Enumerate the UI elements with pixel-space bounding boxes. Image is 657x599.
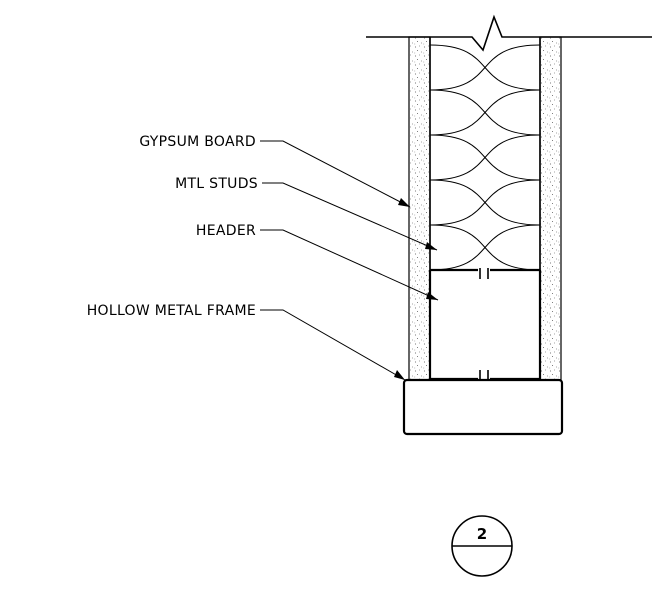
callout-gypsum-board: GYPSUM BOARD	[139, 134, 256, 150]
gypsum-board-left	[408, 36, 431, 381]
hollow-metal-frame	[402, 378, 564, 436]
batt-insulation	[429, 44, 541, 271]
callout-header: HEADER	[196, 223, 256, 239]
break-line	[366, 14, 652, 52]
leader-arrowheads	[394, 198, 438, 380]
detail-tag: 2	[451, 515, 513, 577]
callout-hollow-metal-frame: HOLLOW METAL FRAME	[87, 303, 256, 319]
callout-mtl-studs: MTL STUDS	[175, 176, 258, 192]
leader-lines	[260, 140, 439, 381]
detail-tag-number: 2	[477, 525, 487, 543]
header	[428, 267, 542, 382]
gypsum-board-right	[539, 36, 562, 381]
